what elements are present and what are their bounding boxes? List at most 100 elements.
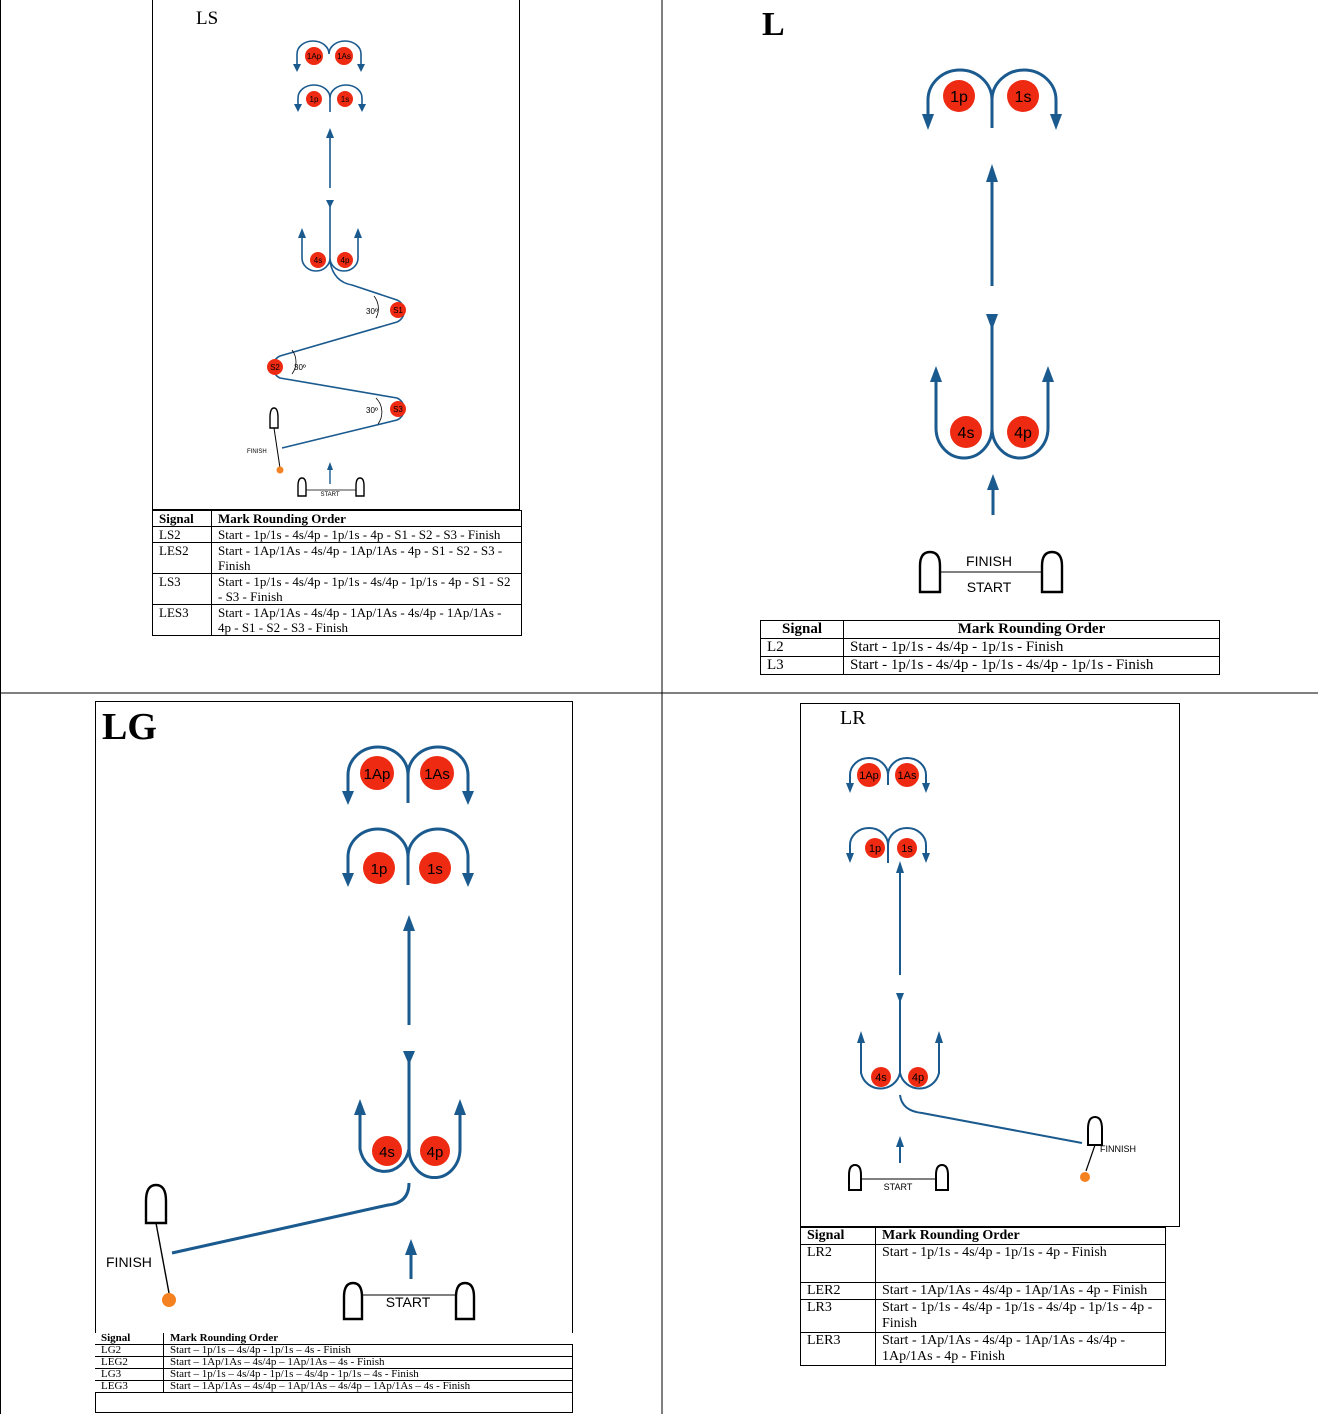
table-row: LS2 Start - 1p/1s - 4s/4p - 1p/1s - 4p -… <box>152 526 522 543</box>
mark-4s <box>310 252 326 268</box>
mark-1s <box>337 91 353 107</box>
mark-1s <box>897 838 917 858</box>
signal-cell: LS2 <box>152 526 212 543</box>
mark-1p <box>943 80 975 112</box>
lg-signal-table: Signal Mark Rounding Order LG2 Start – 1… <box>95 1333 573 1393</box>
mark-1Ap <box>857 763 881 787</box>
table-row: LR2 Start - 1p/1s - 4s/4p - 1p/1s - 4p -… <box>800 1244 1166 1283</box>
signal-cell: LG2 <box>95 1344 164 1357</box>
order-cell: Start - 1p/1s - 4s/4p - 1p/1s - 4s/4p - … <box>843 656 1220 675</box>
signal-cell: LG3 <box>95 1368 164 1381</box>
table-header-row: Signal Mark Rounding Order <box>95 1333 573 1345</box>
ls-bottom-gate-4: 4s 4p <box>298 206 362 272</box>
mark-4p-label: 4p <box>427 1144 444 1161</box>
mark-1p-label: 1p <box>310 95 319 104</box>
mark-4s-label: 4s <box>958 425 975 442</box>
lr-finish-label: FINNISH <box>1100 1144 1136 1154</box>
mark-1s-label: 1s <box>1015 89 1032 106</box>
lr-top-gate-1: 1p 1s <box>846 827 930 863</box>
l-top-gate-1: 1p 1s <box>922 68 1062 130</box>
lr-signal-table: Signal Mark Rounding Order LR2 Start - 1… <box>800 1227 1166 1366</box>
lg-finish-leg <box>171 1182 411 1255</box>
l-finish-label: FINISH <box>966 553 1012 569</box>
mark-4s-label: 4s <box>379 1144 395 1161</box>
ls-angle-3: 30º <box>366 406 378 415</box>
mark-1p <box>865 838 885 858</box>
order-cell: Start - 1p/1s - 4s/4p - 1p/1s - 4p - Fin… <box>875 1244 1166 1283</box>
ls-course-quadrant: LS 1Ap 1As 1p 1s <box>0 0 662 693</box>
mark-1s <box>419 852 451 884</box>
order-cell: Start - 1p/1s - 4s/4p - 1p/1s - 4s/4p - … <box>211 573 522 605</box>
table-header-row: Signal Mark Rounding Order <box>760 620 1220 639</box>
l-course-diagram: 1p 1s 4s 4p FINISH START <box>918 68 1064 595</box>
order-cell: Start - 1p/1s - 4s/4p - 1p/1s - 4s/4p - … <box>875 1299 1166 1333</box>
mark-4s <box>871 1067 891 1087</box>
lg-bottom-gate-4: 4s 4p <box>354 1061 466 1179</box>
col-order-header: Mark Rounding Order <box>211 510 522 527</box>
mark-1p-label: 1p <box>371 861 388 878</box>
table-row: LES2 Start - 1Ap/1As - 4s/4p - 1Ap/1As -… <box>152 542 522 574</box>
lr-upwind-leg <box>896 861 904 1003</box>
lg-top-gate-1A: 1Ap 1As <box>342 745 474 805</box>
lg-start-label: START <box>386 1294 431 1310</box>
mark-S3 <box>390 401 406 417</box>
signal-cell: LEG2 <box>95 1356 164 1369</box>
mark-4p <box>1007 416 1039 448</box>
order-cell: Start – 1p/1s – 4s/4p - 1p/1s – 4s/4p - … <box>163 1368 573 1381</box>
ls-slalom-course: S1 S2 S3 30º 30º 30º <box>267 261 406 449</box>
col-signal-header: Signal <box>95 1333 164 1345</box>
mark-1s-label: 1s <box>341 95 349 104</box>
signal-cell: L2 <box>760 638 844 657</box>
mark-S1 <box>390 302 406 318</box>
lr-bottom-gate-4: 4s 4p <box>857 999 943 1090</box>
table-row: LER3 Start - 1Ap/1As - 4s/4p - 1Ap/1As -… <box>800 1332 1166 1366</box>
mark-1Ap <box>305 47 323 65</box>
l-bottom-gate-4: 4s 4p <box>930 326 1054 460</box>
lr-start-line: START <box>848 1136 949 1192</box>
signal-cell: LR2 <box>800 1244 876 1283</box>
lr-course-diagram: 1Ap 1As 1p 1s 4s 4p <box>846 757 1136 1192</box>
l-signal-table: Signal Mark Rounding Order L2 Start - 1p… <box>760 620 1220 675</box>
l-start-finish-line: FINISH START <box>918 550 1064 595</box>
mark-4p <box>420 1136 450 1166</box>
table-row: LR3 Start - 1p/1s - 4s/4p - 1p/1s - 4s/4… <box>800 1299 1166 1333</box>
lg-start-line: START <box>342 1239 476 1321</box>
col-order-header: Mark Rounding Order <box>843 620 1220 639</box>
l-start-arrow <box>987 474 999 515</box>
finish-pin <box>162 1293 176 1307</box>
table-row: LS3 Start - 1p/1s - 4s/4p - 1p/1s - 4s/4… <box>152 573 522 605</box>
col-signal-header: Signal <box>760 620 844 639</box>
order-cell: Start – 1Ap/1As – 4s/4p – 1Ap/1As – 4s/4… <box>163 1380 573 1393</box>
order-cell: Start – 1Ap/1As – 4s/4p – 1Ap/1As – 4s -… <box>163 1356 573 1369</box>
mark-1As <box>895 763 919 787</box>
mark-1p-label: 1p <box>950 89 968 106</box>
table-row: LEG3 Start – 1Ap/1As – 4s/4p – 1Ap/1As –… <box>95 1380 573 1393</box>
mark-S1-label: S1 <box>393 306 403 315</box>
table-row: LEG2 Start – 1Ap/1As – 4s/4p – 1Ap/1As –… <box>95 1356 573 1369</box>
mark-1s <box>1007 80 1039 112</box>
table-row: LES3 Start - 1Ap/1As - 4s/4p - 1Ap/1As -… <box>152 604 522 636</box>
mark-1As-label: 1As <box>424 766 450 783</box>
order-cell: Start - 1Ap/1As - 4s/4p - 1Ap/1As - 4s/4… <box>875 1332 1166 1366</box>
lr-panel-title: LR <box>840 707 866 729</box>
mark-S3-label: S3 <box>393 405 403 414</box>
mark-1p <box>363 852 395 884</box>
ls-finish-label: FINISH <box>247 449 267 455</box>
mark-1s-label: 1s <box>901 843 913 855</box>
signal-cell: LER3 <box>800 1332 876 1366</box>
mark-4p-label: 4p <box>341 256 350 265</box>
mark-4p-label: 4p <box>1014 425 1032 442</box>
order-cell: Start - 1p/1s - 4s/4p - 1p/1s - 4p - S1 … <box>211 526 522 543</box>
l-panel-title: L <box>762 6 785 43</box>
mark-S2-label: S2 <box>270 363 280 372</box>
table-row: LG3 Start – 1p/1s – 4s/4p - 1p/1s – 4s/4… <box>95 1368 573 1381</box>
mark-4p <box>337 252 353 268</box>
lg-diagram-frame <box>95 701 573 1413</box>
mark-1As <box>335 47 353 65</box>
mark-1As-label: 1As <box>337 52 351 61</box>
lg-upwind-leg <box>403 915 415 1065</box>
table-row: L3 Start - 1p/1s - 4s/4p - 1p/1s - 4s/4p… <box>760 656 1220 675</box>
signal-cell: LER2 <box>800 1282 876 1300</box>
mark-4p <box>908 1067 928 1087</box>
